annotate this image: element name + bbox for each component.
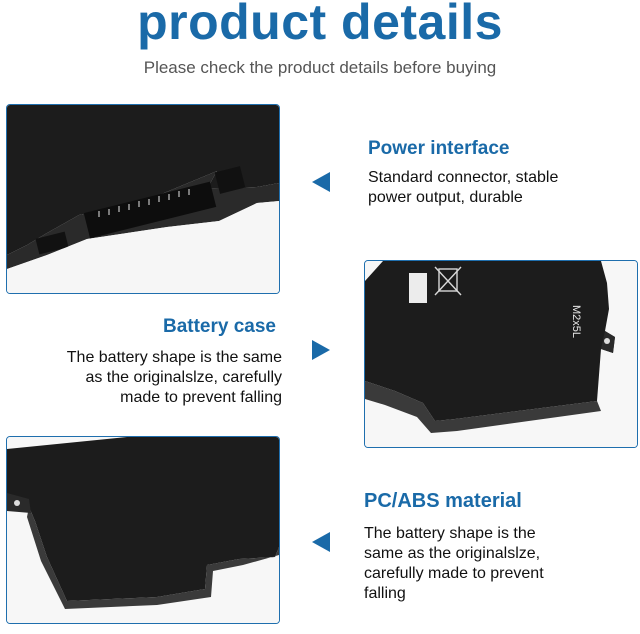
power-interface-heading: Power interface bbox=[368, 138, 510, 159]
pc-abs-material-heading: PC/ABS material bbox=[364, 490, 522, 512]
page-subtitle: Please check the product details before … bbox=[143, 58, 497, 77]
arrow-left-icon bbox=[312, 532, 330, 552]
battery-case-photo: M2x5L bbox=[364, 260, 638, 448]
crossed-bin-icon bbox=[434, 266, 462, 296]
arrow-right-icon bbox=[312, 340, 330, 360]
pc-abs-material-photo bbox=[6, 436, 280, 624]
pc-abs-material-description: The battery shape is the same as the ori… bbox=[364, 525, 544, 602]
power-interface-description: Standard connector, stable power output,… bbox=[368, 169, 559, 206]
page-title: product details bbox=[137, 0, 503, 50]
battery-case-description: The battery shape is the same as the ori… bbox=[66, 349, 282, 406]
arrow-left-icon bbox=[312, 172, 330, 192]
battery-marking: M2x5L bbox=[570, 305, 582, 338]
battery-case-heading: Battery case bbox=[162, 316, 276, 337]
power-interface-photo bbox=[6, 104, 280, 294]
